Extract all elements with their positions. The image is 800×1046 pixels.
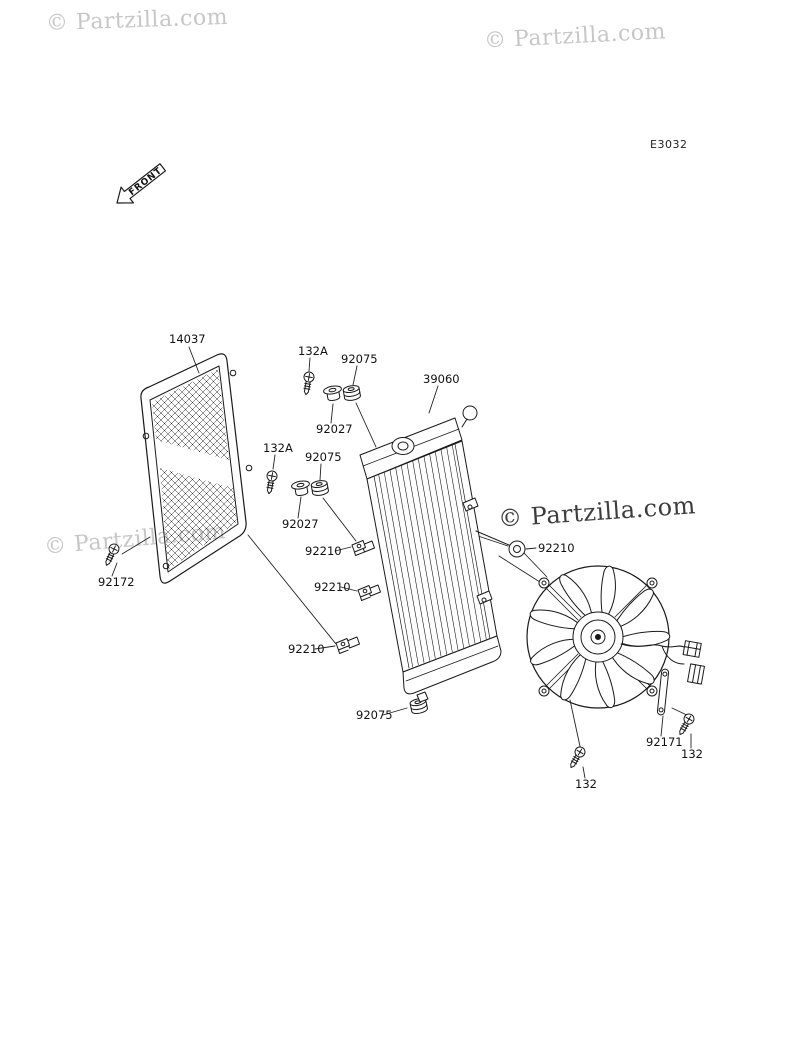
fan-assembly-drawing[interactable] <box>526 564 672 710</box>
front-arrow: FRONT <box>116 163 167 204</box>
screw-132a-2[interactable] <box>263 469 279 496</box>
bushing-92027-2[interactable] <box>290 479 312 498</box>
part-callout-132-15[interactable]: 132 <box>681 747 703 761</box>
fan-connector-2 <box>687 663 705 685</box>
clamp-92210-2[interactable] <box>357 585 372 601</box>
clamp-92210-3[interactable] <box>335 638 350 654</box>
clamp-92210-1[interactable] <box>351 540 366 556</box>
radiator-loop <box>462 405 478 421</box>
part-callout-92171-14[interactable]: 92171 <box>646 735 683 749</box>
bracket-92171[interactable] <box>656 668 670 716</box>
grommet-92075-2[interactable] <box>310 479 330 497</box>
part-callout-92075-13[interactable]: 92075 <box>356 708 393 722</box>
fitting-92210-right[interactable] <box>475 530 526 558</box>
radiator-39060-drawing[interactable] <box>346 405 502 703</box>
part-callout-39060-7[interactable]: 39060 <box>423 372 460 386</box>
fan-connector-1 <box>682 640 702 658</box>
screw-132-2[interactable] <box>675 711 697 738</box>
radiator-drain <box>416 691 429 703</box>
screw-92172[interactable] <box>101 541 122 568</box>
leader-lines <box>111 346 692 779</box>
screw-132a-1[interactable] <box>300 370 316 397</box>
part-callout-92027-3[interactable]: 92027 <box>316 422 353 436</box>
bushing-92027-1[interactable] <box>322 384 344 403</box>
screen-mesh-lower <box>160 468 237 570</box>
screen-14037-drawing[interactable] <box>140 353 253 584</box>
part-callout-14037-0[interactable]: 14037 <box>169 332 206 346</box>
part-callout-132A-1[interactable]: 132A <box>298 344 328 358</box>
part-callout-92210-9[interactable]: 92210 <box>314 580 351 594</box>
screw-132-1[interactable] <box>566 744 588 771</box>
screen-mesh-upper <box>152 369 229 460</box>
part-callout-92210-8[interactable]: 92210 <box>305 544 342 558</box>
part-callout-92210-11[interactable]: 92210 <box>538 541 575 555</box>
part-callout-132-16[interactable]: 132 <box>575 777 597 791</box>
radiator-fins <box>378 445 487 668</box>
part-callout-92075-5[interactable]: 92075 <box>305 450 342 464</box>
grommet-92075-1[interactable] <box>342 384 362 402</box>
part-callout-132A-4[interactable]: 132A <box>263 441 293 455</box>
part-callout-92210-10[interactable]: 92210 <box>288 642 325 656</box>
radiator-cap <box>391 437 415 455</box>
front-arrow-label: FRONT <box>127 166 164 198</box>
part-callout-92172-12[interactable]: 92172 <box>98 575 135 589</box>
fan-wire-harness <box>620 640 705 685</box>
figure-code: E3032 <box>650 138 688 151</box>
part-callout-92027-6[interactable]: 92027 <box>282 517 319 531</box>
part-callout-92075-2[interactable]: 92075 <box>341 352 378 366</box>
